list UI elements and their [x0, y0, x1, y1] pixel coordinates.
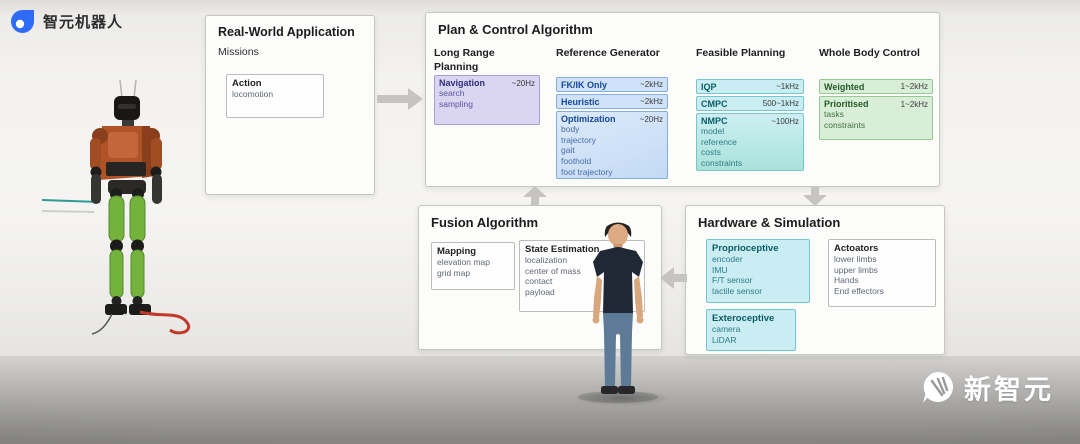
box-item: search: [439, 88, 465, 98]
arrow-right-application-to-plan: [377, 88, 425, 110]
box-title: Prioritised: [824, 99, 869, 109]
column-feasible-planning: Feasible Planning IQP ~1kHz CMPC 500~1kH…: [696, 47, 804, 182]
box-title: Mapping: [437, 246, 477, 257]
box-item: End effectors: [834, 286, 884, 297]
brand-logo-text: 智元机器人: [43, 14, 124, 31]
box-item: Hands: [834, 275, 859, 286]
box-item: lower limbs: [834, 254, 877, 264]
box-rate: ~2kHz: [640, 80, 663, 89]
real-world-title: Real-World Application: [218, 25, 355, 39]
cmpc-box: CMPC 500~1kHz: [696, 96, 804, 111]
box-rate: ~20Hz: [639, 115, 663, 124]
box-item: reference: [701, 136, 737, 147]
fusion-title: Fusion Algorithm: [431, 215, 539, 230]
box-title: CMPC: [701, 98, 728, 109]
column-title: Whole Body Control: [819, 47, 920, 59]
action-title: Action: [232, 78, 262, 89]
action-box: Action locomotion: [226, 74, 324, 118]
box-item: sampling: [439, 98, 474, 109]
box-title: Weighted: [824, 81, 865, 92]
box-title: Heuristic: [561, 96, 600, 107]
box-rate: ~1kHz: [776, 82, 799, 91]
navigation-box: Navigation ~20Hz search sampling: [434, 75, 540, 125]
box-title: Exteroceptive: [712, 313, 775, 324]
box-title: Proprioceptive: [712, 243, 779, 254]
box-title: IQP: [701, 81, 717, 92]
hardware-title: Hardware & Simulation: [698, 215, 841, 230]
heuristic-box: Heuristic ~2kHz: [556, 94, 668, 109]
box-rate: 1~2kHz: [900, 82, 928, 91]
box-rate: ~2kHz: [640, 97, 663, 106]
box-item: camera: [712, 324, 741, 334]
arrow-down-plan-to-hardware: [803, 187, 827, 206]
box-rate: 500~1kHz: [762, 99, 799, 108]
box-title: NMPC: [701, 116, 728, 126]
box-item: trajectory: [561, 134, 596, 145]
box-title: State Estimation: [525, 244, 600, 255]
weighted-box: Weighted 1~2kHz: [819, 79, 933, 94]
box-item: gait: [561, 145, 575, 156]
action-item: locomotion: [232, 89, 274, 99]
box-item: tactile sensor: [712, 286, 763, 297]
prioritised-box: Prioritised 1~2kHz tasks constraints: [819, 96, 933, 140]
box-item: center of mass: [525, 265, 581, 276]
watermark: 新智元: [920, 368, 1054, 407]
missions-label: Missions: [218, 46, 259, 58]
box-item: IMU: [712, 264, 728, 275]
box-item: body: [561, 124, 580, 134]
box-title: FK/IK Only: [561, 79, 608, 90]
stage-floor: [0, 356, 1080, 444]
column-long-range-planning: Long Range Planning Navigation ~20Hz sea…: [434, 47, 540, 182]
presenter-figure: [578, 222, 658, 403]
box-item: constraints: [701, 158, 743, 169]
exteroceptive-box: Exteroceptive camera LiDAR: [706, 309, 796, 351]
arrow-up-fusion-to-plan: [523, 186, 547, 206]
iqp-box: IQP ~1kHz: [696, 79, 804, 94]
column-title: Long Range Planning: [434, 47, 495, 73]
box-item: foot trajectory: [561, 166, 613, 177]
optimization-box: Optimization ~20Hz body trajectory gait …: [556, 111, 668, 179]
box-item: contact: [525, 276, 553, 287]
box-item: costs: [701, 147, 721, 158]
xinzhiyuan-logo-icon: [923, 371, 954, 403]
column-reference-generator: Reference Generator FK/IK Only ~2kHz Heu…: [556, 47, 668, 182]
agibot-logo-icon: [11, 10, 34, 33]
box-item: constraints: [824, 119, 866, 130]
box-item: payload: [525, 287, 555, 298]
box-item: model: [701, 126, 725, 136]
column-whole-body-control: Whole Body Control Weighted 1~2kHz Prior…: [819, 47, 933, 182]
box-item: localization: [525, 255, 568, 265]
column-title: Feasible Planning: [696, 47, 786, 59]
hardware-panel: Hardware & Simulation Proprioceptive enc…: [685, 205, 945, 355]
actuators-box: Actoators lower limbs upper limbs Hands …: [828, 239, 936, 307]
box-title: Actoators: [834, 243, 879, 254]
plan-control-title: Plan & Control Algorithm: [438, 22, 593, 37]
proprioceptive-box: Proprioceptive encoder IMU F/T sensor ta…: [706, 239, 810, 303]
box-item: tasks: [824, 109, 844, 119]
arrow-left-hardware-to-fusion: [660, 267, 687, 289]
box-title: Optimization: [561, 114, 616, 124]
box-item: F/T sensor: [712, 275, 753, 286]
real-world-application-panel: Real-World Application Missions Action l…: [205, 15, 375, 195]
robot-figure: [42, 80, 191, 338]
box-item: LiDAR: [712, 334, 737, 345]
box-item: foothold: [561, 156, 592, 167]
box-item: elevation map: [437, 257, 490, 267]
box-rate: ~20Hz: [511, 79, 535, 88]
box-title: Navigation: [439, 78, 486, 88]
box-item: upper limbs: [834, 264, 878, 275]
mapping-box: Mapping elevation map grid map: [431, 242, 515, 290]
plan-control-panel: Plan & Control Algorithm Long Range Plan…: [425, 12, 940, 187]
watermark-text: 新智元: [964, 375, 1054, 405]
brand-logo: 智元机器人: [10, 9, 123, 34]
box-rate: ~100Hz: [771, 117, 799, 126]
box-rate: 1~2kHz: [900, 100, 928, 109]
fkik-box: FK/IK Only ~2kHz: [556, 77, 668, 92]
nmpc-box: NMPC ~100Hz model reference costs constr…: [696, 113, 804, 171]
column-title: Reference Generator: [556, 47, 660, 59]
box-item: encoder: [712, 254, 743, 264]
box-item: grid map: [437, 267, 471, 278]
